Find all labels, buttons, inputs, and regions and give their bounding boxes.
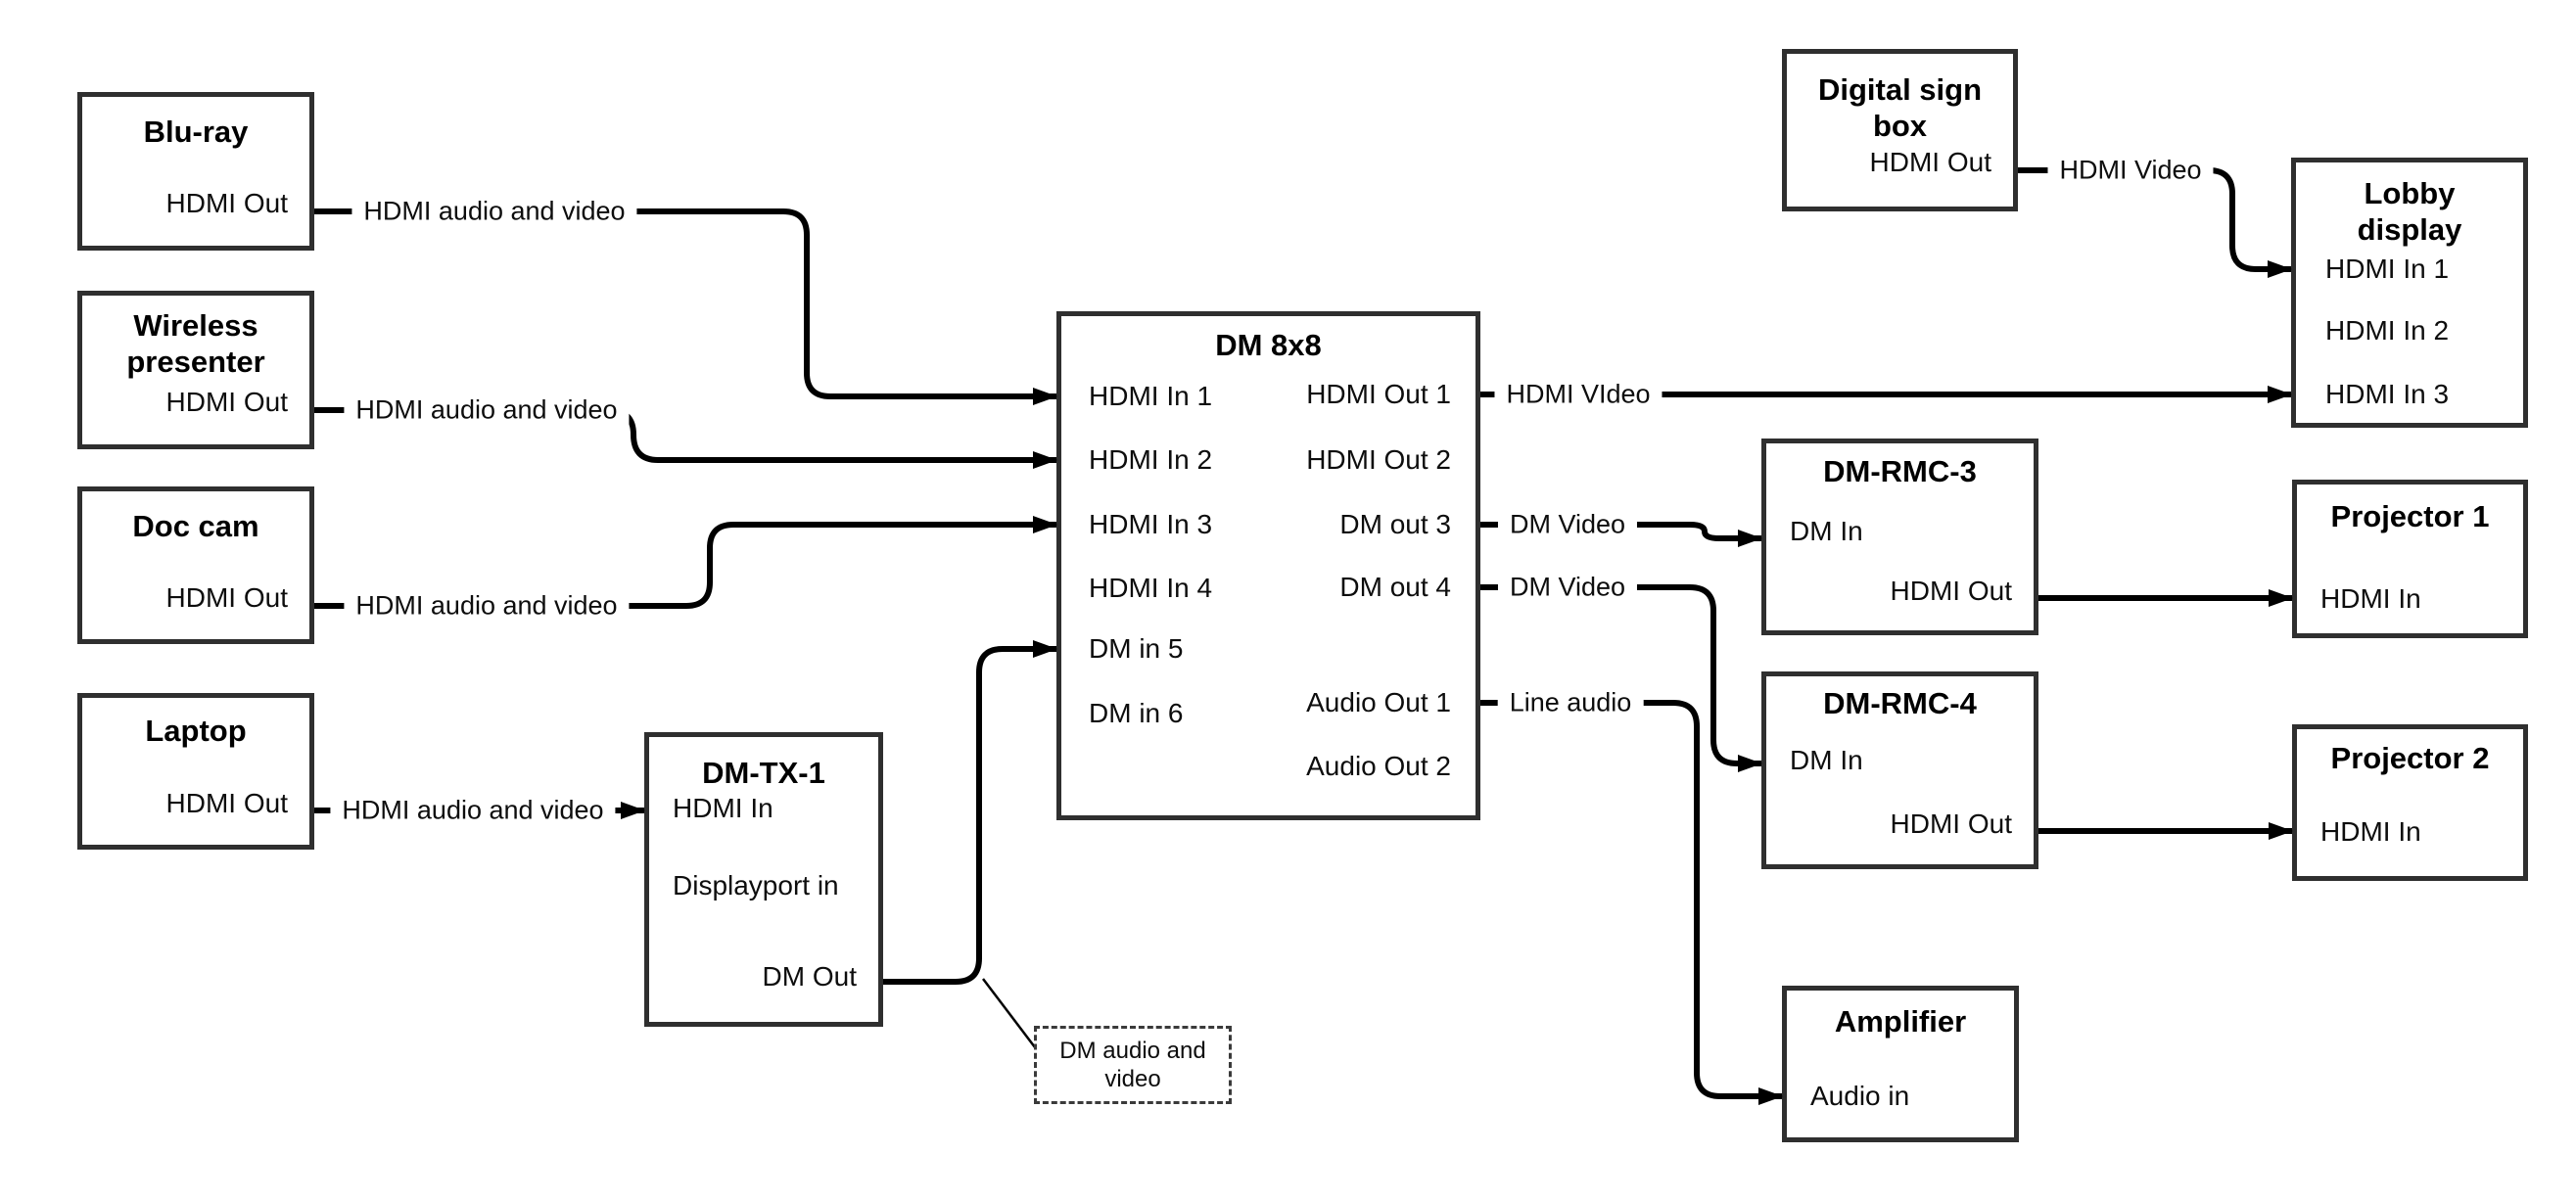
- note-dm-audio-and-video: DM audio and video: [1034, 1026, 1232, 1104]
- note-line: DM audio and: [1059, 1038, 1206, 1064]
- port-hdmi-out: HDMI Out: [1890, 576, 2012, 606]
- node-title: Lobby display: [2296, 175, 2523, 248]
- port-hdmi-out: HDMI Out: [165, 188, 288, 218]
- port-hdmi-out: HDMI Out: [1890, 808, 2012, 839]
- port-hdmi-out: HDMI Out: [165, 387, 288, 417]
- port-dm-in: DM In: [1790, 745, 1863, 775]
- node-title: Amplifier: [1834, 1004, 1967, 1039]
- port-dm-out: DM Out: [762, 961, 857, 992]
- port-dm-in: DM In: [1790, 516, 1863, 546]
- connection-label: HDMI audio and video: [344, 589, 630, 623]
- connection-label: HDMI audio and video: [330, 794, 616, 827]
- port-hdmi-in-3: HDMI In 3: [2325, 379, 2450, 409]
- note-leader-line: [982, 978, 1036, 1048]
- port-audio-out-1: Audio Out 1: [1306, 687, 1451, 717]
- connection-label: HDMI VIdeo: [1494, 378, 1663, 411]
- port-hdmi-out: HDMI Out: [165, 788, 288, 818]
- port-hdmi-in: HDMI In: [2320, 816, 2421, 847]
- port-hdmi-in-2: HDMI In 2: [1089, 444, 1213, 475]
- node-dm-tx-1: DM-TX-1 HDMI In Displayport in DM Out: [644, 732, 883, 1027]
- port-hdmi-out-1: HDMI Out 1: [1306, 379, 1451, 409]
- node-title-line: presenter: [126, 345, 265, 379]
- node-amplifier: Amplifier Audio in: [1782, 986, 2019, 1142]
- port-hdmi-out-2: HDMI Out 2: [1306, 444, 1451, 475]
- node-title-line: Digital sign: [1817, 72, 1983, 107]
- connector-bluray-to-dm8x8-in1: [314, 208, 1057, 405]
- node-title: DM-RMC-3: [1823, 454, 1977, 488]
- node-title: Projector 2: [2330, 741, 2490, 775]
- node-title: Wireless presenter: [82, 307, 309, 380]
- port-hdmi-in: HDMI In: [2320, 583, 2421, 614]
- node-title: Digital sign box: [1787, 71, 2013, 144]
- port-dm-out-4: DM out 4: [1339, 572, 1451, 602]
- node-wireless-presenter: Wireless presenter HDMI Out: [77, 291, 314, 449]
- port-displayport-in: Displayport in: [673, 870, 839, 901]
- port-dm-in-6: DM in 6: [1089, 698, 1184, 728]
- node-dm-rmc-4: DM-RMC-4 DM In HDMI Out: [1761, 671, 2038, 869]
- port-hdmi-in-4: HDMI In 4: [1089, 573, 1213, 603]
- node-title: Laptop: [145, 714, 247, 748]
- port-hdmi-in-1: HDMI In 1: [2325, 254, 2450, 284]
- connector-dm8x8-out4-to-rmc4-dm-in: [1480, 584, 1762, 772]
- note-line: video: [1104, 1066, 1161, 1092]
- node-title: Projector 1: [2330, 499, 2490, 533]
- port-hdmi-out: HDMI Out: [165, 582, 288, 613]
- node-dm-8x8: DM 8x8 HDMI In 1 HDMI In 2 HDMI In 3 HDM…: [1056, 311, 1480, 820]
- node-dm-rmc-3: DM-RMC-3 DM In HDMI Out: [1761, 439, 2038, 635]
- connection-label: HDMI Video: [2047, 154, 2214, 187]
- node-laptop: Laptop HDMI Out: [77, 693, 314, 850]
- connection-label: Line audio: [1497, 686, 1644, 719]
- port-hdmi-out: HDMI Out: [1869, 147, 1991, 177]
- port-hdmi-in-3: HDMI In 3: [1089, 509, 1213, 539]
- node-title: DM-TX-1: [702, 756, 825, 790]
- port-audio-out-2: Audio Out 2: [1306, 751, 1451, 781]
- node-title-line: box: [1872, 109, 1928, 143]
- node-title: DM-RMC-4: [1823, 686, 1977, 720]
- node-title-line: display: [2357, 212, 2462, 247]
- node-digital-sign-box: Digital sign box HDMI Out: [1782, 49, 2018, 211]
- node-doc-cam: Doc cam HDMI Out: [77, 486, 314, 644]
- connection-label: DM Video: [1497, 508, 1638, 541]
- connector-dm8x8-audio1-to-amplifier: [1480, 700, 1783, 1105]
- port-audio-in: Audio in: [1810, 1081, 1910, 1111]
- node-title-line: Lobby: [2364, 176, 2456, 210]
- port-hdmi-in-2: HDMI In 2: [2325, 315, 2450, 346]
- connection-label: HDMI audio and video: [344, 393, 630, 427]
- connection-label: DM Video: [1497, 571, 1638, 604]
- connector-dmtx1-to-dm8x8-in5: [883, 640, 1057, 985]
- port-hdmi-in-1: HDMI In 1: [1089, 381, 1213, 411]
- node-blu-ray: Blu-ray HDMI Out: [77, 92, 314, 251]
- port-hdmi-in: HDMI In: [673, 793, 773, 823]
- node-title: DM 8x8: [1215, 328, 1322, 362]
- port-dm-in-5: DM in 5: [1089, 633, 1184, 664]
- connection-label: HDMI audio and video: [351, 195, 637, 228]
- node-title-line: Wireless: [133, 308, 258, 343]
- node-lobby-display: Lobby display HDMI In 1 HDMI In 2 HDMI I…: [2291, 158, 2528, 428]
- node-projector-2: Projector 2 HDMI In: [2292, 724, 2528, 881]
- node-title: Doc cam: [132, 509, 259, 543]
- node-projector-1: Projector 1 HDMI In: [2292, 480, 2528, 638]
- node-title: Blu-ray: [143, 115, 249, 149]
- port-dm-out-3: DM out 3: [1339, 509, 1451, 539]
